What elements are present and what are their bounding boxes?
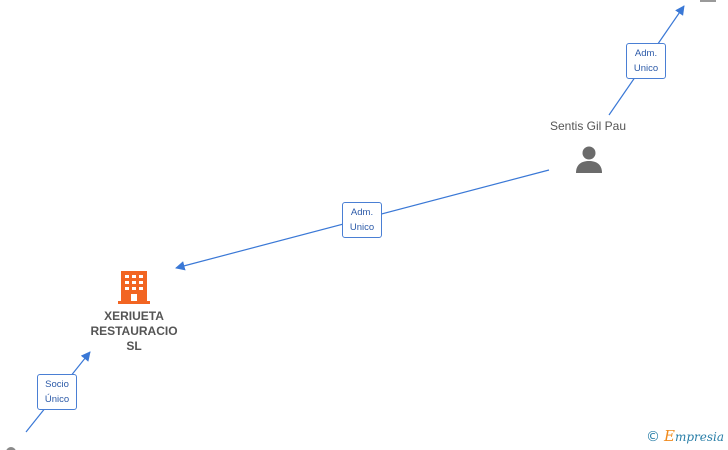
edge-label-person-to-top[interactable]: Adm. Unico — [626, 43, 666, 79]
edge-label-line-1: Adm. — [634, 48, 658, 59]
person-node-name[interactable]: Sentis Gil Pau — [549, 119, 627, 133]
edge-label-line-1: Adm. — [350, 207, 374, 218]
edge-label-person-to-company[interactable]: Adm. Unico — [342, 202, 382, 238]
company-node-name[interactable]: XERIUETA RESTAURACIO SL — [74, 309, 194, 354]
building-icon[interactable] — [118, 269, 150, 305]
company-name-line-3: SL — [126, 339, 142, 353]
empresia-watermark: ©Empresia — [646, 427, 724, 445]
offscreen-node-top[interactable] — [700, 0, 716, 2]
person-icon[interactable] — [574, 144, 604, 174]
offscreen-node-bottom[interactable] — [6, 447, 16, 450]
company-name-line-2: RESTAURACIO — [90, 324, 178, 338]
copyright-symbol: © — [645, 429, 660, 445]
edge-label-line-2: Unico — [633, 63, 659, 74]
company-name-line-1: XERIUETA — [104, 309, 164, 323]
edge-label-line-2: Único — [44, 394, 70, 405]
brand-rest: mpresia — [674, 430, 724, 444]
edge-label-line-1: Socio — [45, 379, 69, 390]
edge-label-line-2: Unico — [349, 222, 375, 233]
brand-initial: E — [663, 427, 675, 445]
edge-label-bottom-to-company[interactable]: Socio Único — [37, 374, 77, 410]
